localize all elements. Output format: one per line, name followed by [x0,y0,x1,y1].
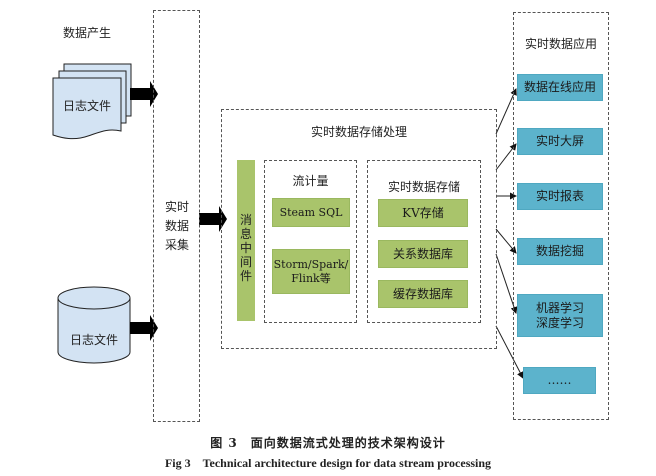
stream-item: Steam SQL [272,198,350,227]
storage-title: 实时数据存储 [387,180,460,194]
stream-item: Storm/Spark/ Flink等 [272,249,350,294]
collection-label: 实时 数据 采集 [164,198,190,255]
big-arrow-db-to-collection [130,315,158,341]
middleware-bar [237,160,255,321]
log-file-documents-icon [52,63,132,140]
stream-title: 流计量 [292,174,329,188]
arrow-to-app-6 [495,325,524,379]
stream-box [264,160,357,323]
storage-box [367,160,481,323]
figure-caption-cn: 图 3 面向数据流式处理的技术架构设计 [210,436,446,450]
big-arrow-collection-to-middleware [199,206,227,232]
storage-item: 关系数据库 [378,240,468,268]
processing-title: 实时数据存储处理 [310,125,407,139]
collection-label-line: 采集 [164,238,189,252]
big-arrow-doc-to-collection [130,81,158,107]
source-title: 数据产生 [63,26,112,40]
log-file-database-icon [57,286,131,364]
collection-label-line: 实时 [164,200,189,214]
app-item: 机器学习 深度学习 [517,294,603,337]
arrow-to-app-5 [495,253,518,314]
applications-box [513,12,609,420]
arrow-to-app-1 [495,88,517,135]
app-item: 实时大屏 [517,128,603,155]
figure-caption-en: Fig 3 Technical architecture design for … [164,456,492,470]
processing-box [221,109,497,349]
collection-label-line: 数据 [164,219,189,233]
applications-title: 实时数据应用 [524,37,597,51]
log-file-doc-label: 日志文件 [63,99,112,113]
app-item: 实时报表 [517,183,603,210]
storage-item: KV存储 [378,199,468,227]
storage-item: 缓存数据库 [378,280,468,308]
app-item: …… [523,367,596,394]
middleware-label: 消息中间件 [239,213,252,283]
arrow-to-app-4 [495,228,517,254]
arrow-to-app-2 [495,143,517,171]
collection-box [153,10,200,422]
app-item: 数据在线应用 [517,74,603,101]
log-file-db-label: 日志文件 [70,333,119,347]
app-item: 数据挖掘 [517,238,603,265]
